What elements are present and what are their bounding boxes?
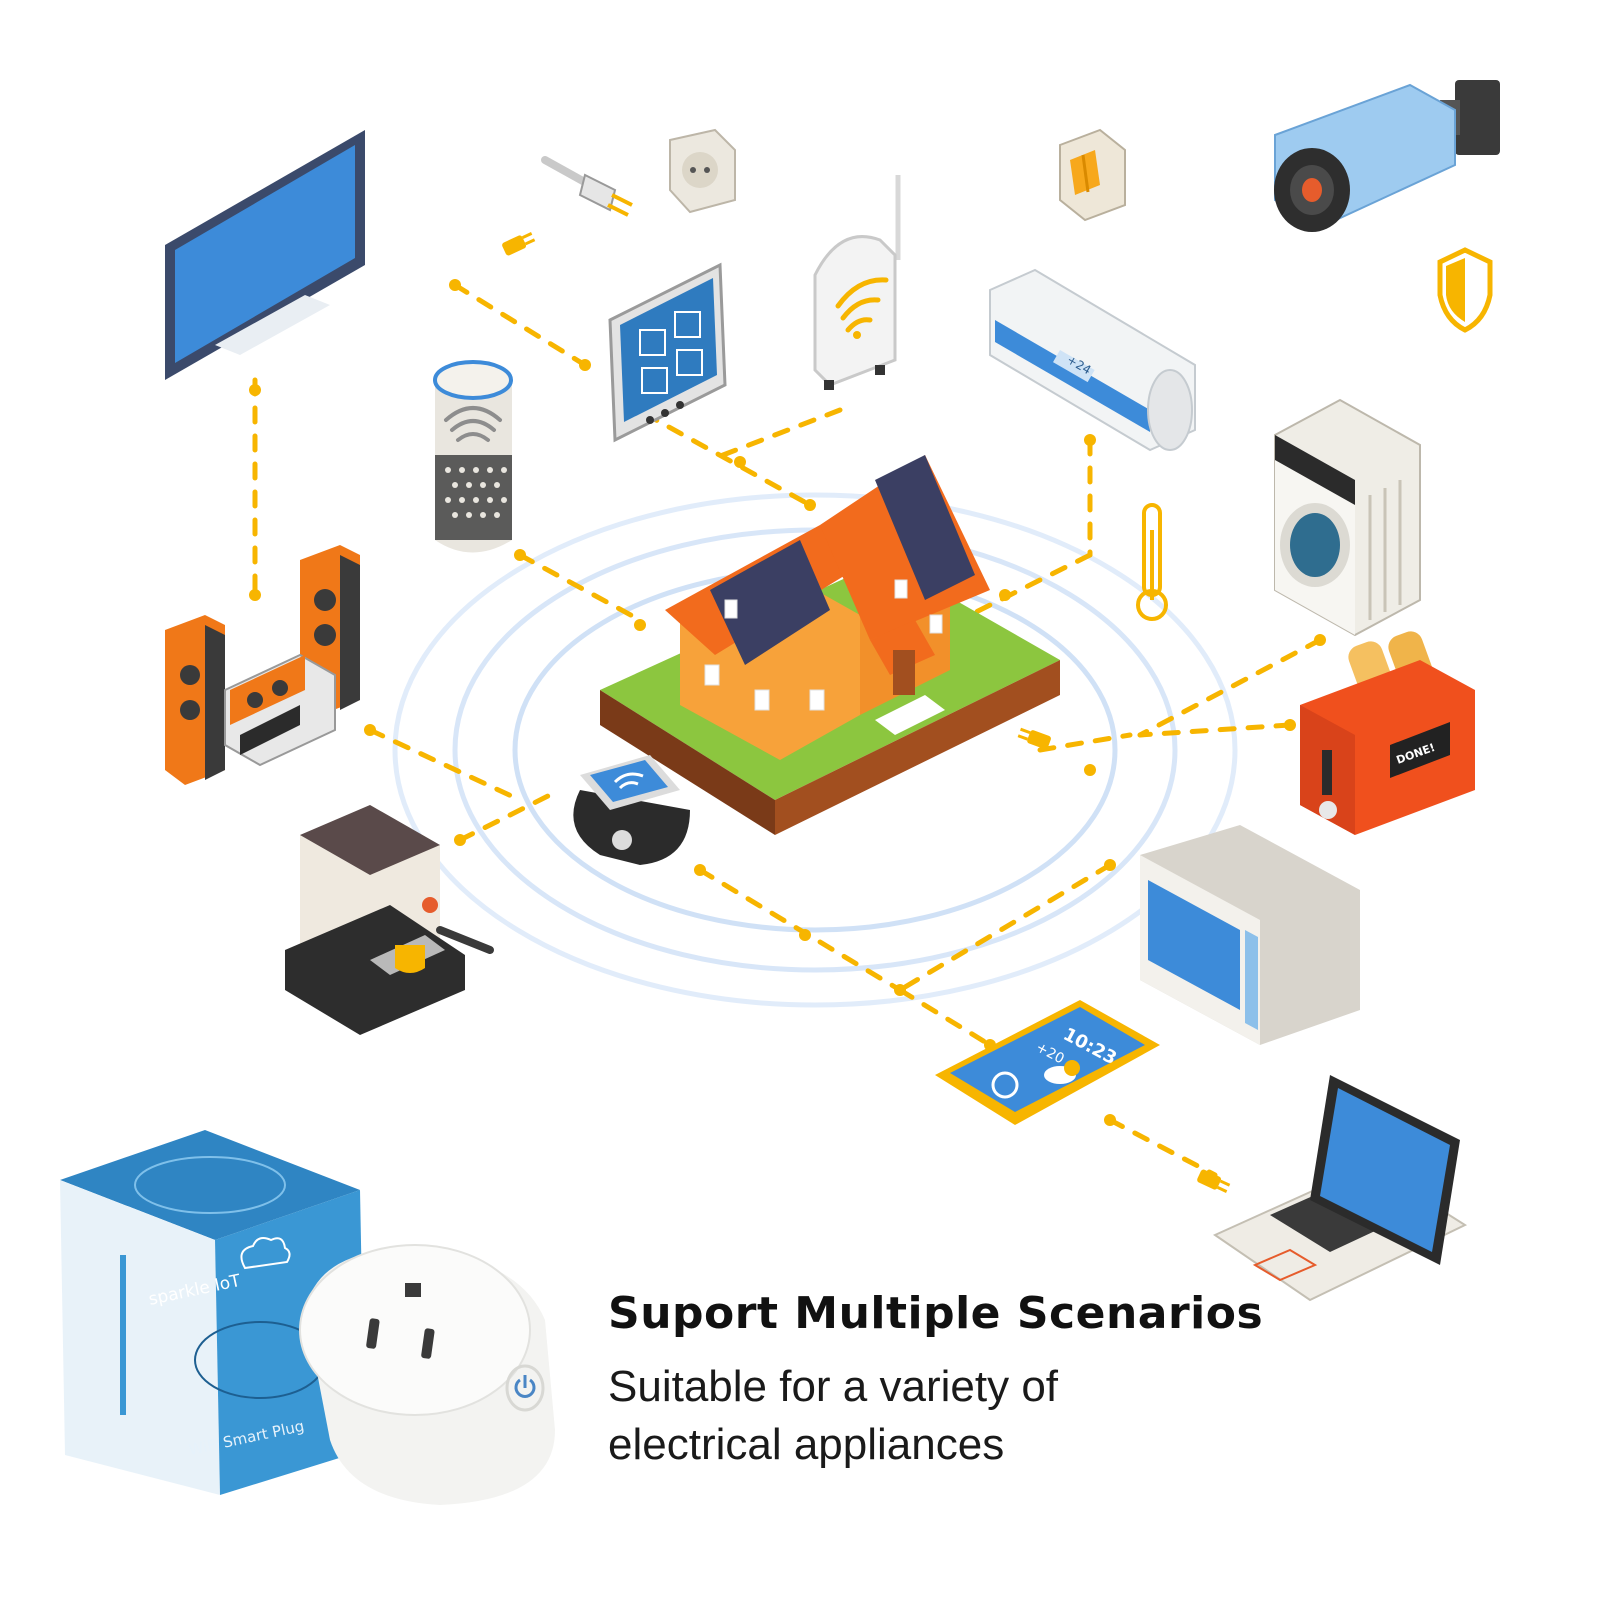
air-conditioner-icon: +24	[989, 268, 1196, 452]
wifi-router-icon	[813, 175, 901, 390]
power-plug-icon	[1197, 1169, 1231, 1193]
laptop-icon	[1212, 1075, 1468, 1302]
stereo-system-icon	[165, 545, 360, 785]
tv-icon	[165, 130, 365, 380]
washing-machine-icon	[1274, 398, 1421, 637]
smartwatch-icon	[573, 755, 690, 865]
power-plug-icon	[1017, 727, 1051, 750]
thermometer-icon	[1136, 503, 1168, 621]
power-plug-icon	[541, 156, 633, 217]
subheadline: Suitable for a variety of electrical app…	[608, 1358, 1508, 1474]
microwave-icon	[1140, 825, 1360, 1045]
caption-block: Suport Multiple Scenarios Suitable for a…	[608, 1288, 1508, 1474]
shield-icon	[1437, 247, 1493, 333]
wall-socket-icon	[669, 128, 736, 214]
smart-speaker-icon	[433, 360, 513, 553]
power-button-icon	[505, 1364, 545, 1412]
connection-dots	[249, 279, 1326, 1126]
coffee-machine-icon	[285, 805, 494, 1035]
outlet-slots-icon	[366, 1283, 435, 1359]
toaster-icon: DONE!	[1300, 631, 1475, 835]
smart-house-icon	[600, 455, 1060, 835]
subheadline-line-1: Suitable for a variety of	[608, 1362, 1059, 1412]
smart-plug-device	[299, 1244, 555, 1505]
tablet-control-panel-icon	[608, 262, 727, 443]
headline: Suport Multiple Scenarios	[608, 1288, 1264, 1339]
light-switch-icon	[1059, 128, 1126, 222]
smartphone-icon: 10:23 +20	[935, 1000, 1160, 1125]
power-plug-icon	[502, 232, 536, 256]
security-camera-icon	[1274, 80, 1500, 232]
subheadline-line-2: electrical appliances	[608, 1420, 1005, 1470]
